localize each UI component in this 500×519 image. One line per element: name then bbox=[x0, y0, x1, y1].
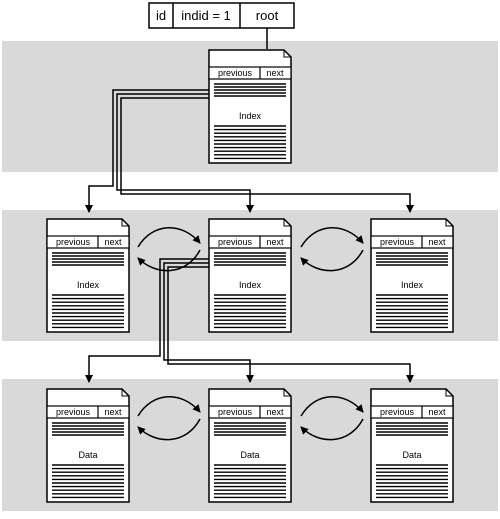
page-type-label: Index bbox=[77, 280, 100, 290]
previous-pointer-label: previous bbox=[218, 407, 253, 417]
root-to-index-connectors bbox=[85, 89, 414, 213]
page-type-label: Data bbox=[78, 450, 97, 460]
sysindexes-entry: id indid = 1 root bbox=[148, 2, 295, 29]
next-pointer-label: next bbox=[104, 237, 122, 247]
previous-pointer-label: previous bbox=[56, 407, 91, 417]
previous-pointer-label: previous bbox=[380, 407, 415, 417]
previous-pointer-label: previous bbox=[218, 68, 253, 78]
entry-indid-cell: indid = 1 bbox=[181, 8, 231, 23]
index-sibling-arrows bbox=[137, 227, 364, 272]
next-pointer-label: next bbox=[266, 237, 284, 247]
next-pointer-label: next bbox=[104, 407, 122, 417]
previous-pointer-label: previous bbox=[380, 237, 415, 247]
page-type-label: Index bbox=[401, 280, 424, 290]
previous-pointer-label: previous bbox=[56, 237, 91, 247]
entry-id-cell: id bbox=[156, 8, 166, 23]
page-type-label: Data bbox=[240, 450, 259, 460]
page-type-label: Data bbox=[402, 450, 421, 460]
page-type-label: Index bbox=[239, 280, 262, 290]
next-pointer-label: next bbox=[266, 68, 284, 78]
previous-pointer-label: previous bbox=[218, 237, 253, 247]
next-pointer-label: next bbox=[266, 407, 284, 417]
entry-root-cell: root bbox=[256, 8, 279, 23]
next-pointer-label: next bbox=[428, 407, 446, 417]
next-pointer-label: next bbox=[428, 237, 446, 247]
page-type-label: Index bbox=[239, 111, 262, 121]
data-sibling-arrows bbox=[137, 396, 364, 441]
